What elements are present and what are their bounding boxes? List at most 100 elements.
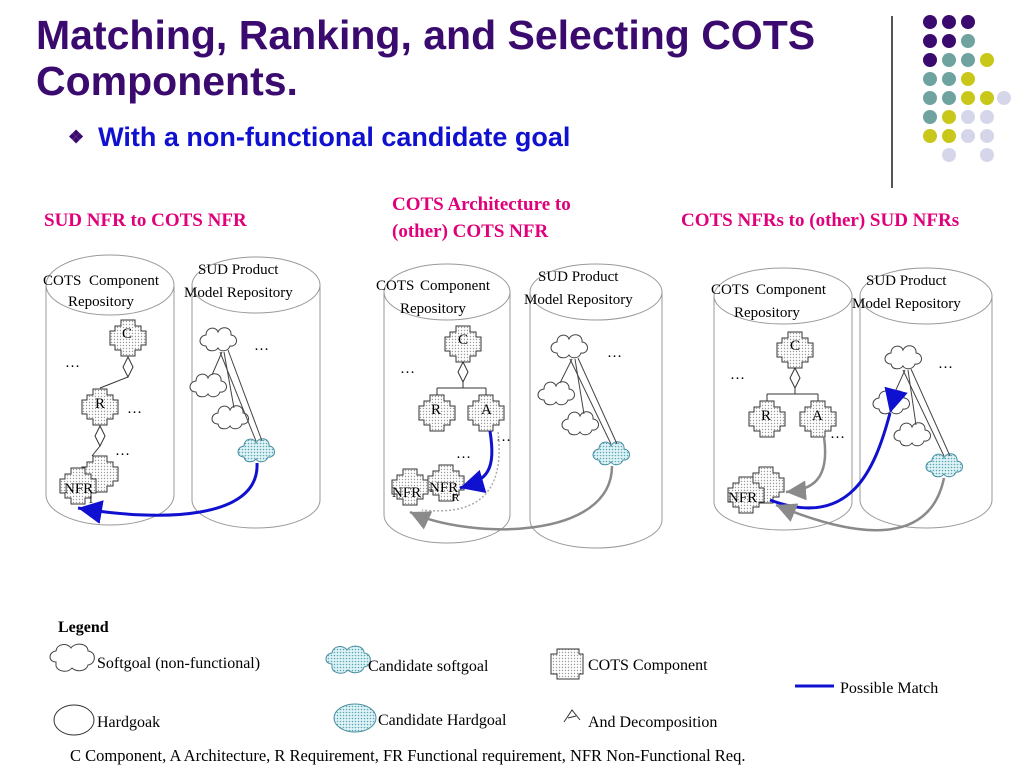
panel-3-softgoal-cloud-3	[893, 422, 932, 447]
panel-1-and-decomposition-icon-2	[94, 424, 106, 448]
panel-1-right-cylinder	[191, 256, 321, 529]
panel-1-left-cylinder	[45, 254, 175, 526]
decorative-dot	[961, 34, 975, 48]
panel-3: COTS Component Repository SUD Product Mo…	[711, 267, 993, 532]
panel-2-left-label-cots: COTS	[376, 278, 414, 294]
panel-2-dotted-link	[421, 431, 500, 512]
decorative-dot	[961, 15, 975, 29]
panel-1-left-label-repository: Repository	[68, 294, 134, 310]
panel-3-and-decomposition-icon	[789, 366, 801, 390]
panel-3-right-label-line2: Model Repository	[852, 296, 961, 312]
decorative-dot	[923, 15, 937, 29]
panel-2-left-label-repository: Repository	[400, 301, 466, 317]
panel-2-node-nfr-2: NFR	[429, 480, 458, 496]
panel-2-ellipsis-4: …	[607, 345, 622, 361]
footer-abbreviations: C Component, A Architecture, R Requireme…	[70, 746, 746, 765]
panel-3-node-nfr: NFR	[728, 490, 757, 506]
panel-2-softgoal-cloud-3	[561, 411, 600, 436]
decorative-dot	[942, 110, 956, 124]
legend-softgoal-icon	[49, 643, 95, 672]
decorative-dot	[980, 53, 994, 67]
panel-3-gray-match-arrow	[775, 477, 946, 532]
decorative-dot	[961, 91, 975, 105]
decorative-dot	[923, 129, 937, 143]
panel-2-ellipsis-3: …	[496, 429, 511, 445]
panel-3-right-cylinder	[859, 267, 993, 529]
decorative-dot	[997, 91, 1011, 105]
panel-2-left-cylinder	[383, 263, 511, 544]
panel-1-node-nfr: NFR	[64, 481, 93, 497]
panel-3-ellipsis-1: …	[730, 367, 745, 383]
decorative-dot	[942, 129, 956, 143]
panel-2-and-decomposition-icon	[457, 360, 469, 384]
panel-2-gray-match-arrow	[409, 465, 614, 531]
panel-2-title-line-2: (other) COTS NFR	[392, 221, 549, 242]
decorative-dot	[942, 72, 956, 86]
panel-2-possible-match-arrow	[459, 430, 494, 493]
legend-hardgoal-icon	[53, 704, 95, 736]
legend-cots-component-icon	[550, 648, 584, 680]
panel-3-node-r: R	[761, 408, 771, 424]
panel-1-ellipsis-4: …	[254, 338, 269, 354]
decorative-dot	[942, 148, 956, 162]
decorative-dot	[942, 91, 956, 105]
decorative-dot	[961, 53, 975, 67]
legend-and-decomposition-icon	[563, 709, 581, 723]
panel-3-left-label-component: Component	[756, 282, 827, 298]
panel-1-node-nfr-suffix: 1	[88, 494, 94, 506]
legend-candidate-softgoal-label: Candidate softgoal	[368, 658, 489, 675]
panel-2-right-cylinder	[529, 263, 663, 549]
decorative-dot	[980, 129, 994, 143]
panel-2: COTS Component Repository SUD Product Mo…	[376, 263, 663, 549]
divider-line	[891, 16, 893, 188]
panel-3-node-a: A	[812, 408, 823, 424]
decorative-dot	[961, 72, 975, 86]
slide-subtitle: ❖ With a non-functional candidate goal	[68, 120, 570, 154]
legend-icons	[49, 643, 834, 736]
panel-1-softgoal-cloud-2	[189, 373, 228, 398]
legend-candidate-hardgoal-icon	[333, 703, 377, 733]
panel-1-title: SUD NFR to COTS NFR	[44, 210, 247, 231]
legend-and-decomposition-label: And Decomposition	[588, 714, 718, 731]
panel-3-gray-link-arrow	[785, 436, 827, 501]
panel-2-softgoal-cloud-2	[537, 381, 576, 406]
subtitle-text: With a non-functional candidate goal	[98, 122, 571, 152]
panel-1-possible-match-arrow	[77, 462, 259, 524]
panel-2-ellipsis-2: …	[456, 446, 471, 462]
panel-1-ellipsis-2: …	[127, 401, 142, 417]
legend-candidate-hardgoal-label: Candidate Hardgoal	[378, 712, 507, 729]
panel-1-node-c: C	[122, 326, 132, 342]
panel-1-ellipsis-3: …	[115, 443, 130, 459]
panel-2-ellipsis-1: …	[400, 361, 415, 377]
panel-1: COTS Component Repository SUD Product Mo…	[43, 254, 321, 529]
decorative-dot	[980, 110, 994, 124]
panel-2-title-line-1: COTS Architecture to	[392, 194, 571, 215]
decorative-dot	[942, 34, 956, 48]
panel-2-candidate-softgoal	[592, 441, 631, 466]
panel-1-right-label-line1: SUD Product	[198, 262, 279, 278]
panel-3-softgoal-cloud-2	[872, 390, 911, 415]
panel-2-node-nfr-1: NFR	[392, 485, 421, 501]
panel-2-node-r: R	[431, 402, 441, 418]
decorative-dot	[923, 91, 937, 105]
panel-3-ellipsis-3: …	[938, 356, 953, 372]
decorative-dot	[923, 34, 937, 48]
diamond-bullet-icon: ❖	[68, 127, 85, 147]
panel-3-softgoal-cloud	[884, 345, 923, 370]
decorative-dot	[961, 110, 975, 124]
legend-softgoal-label: Softgoal (non-functional)	[97, 655, 261, 672]
decorative-dot-grid	[923, 15, 1011, 162]
panel-3-ellipsis-2: …	[830, 426, 845, 442]
panel-1-and-decomposition-icon	[122, 355, 134, 379]
panel-1-left-label-cots: COTS	[43, 273, 81, 289]
panel-2-node-nfr-suffix: R	[452, 492, 460, 504]
panel-3-right-label-line1: SUD Product	[866, 273, 947, 289]
panel-1-right-label-line2: Model Repository	[184, 285, 293, 301]
panel-1-softgoal-cloud	[199, 327, 238, 352]
panel-3-left-label-repository: Repository	[734, 305, 800, 321]
panel-3-title: COTS NFRs to (other) SUD NFRs	[681, 210, 960, 231]
panel-2-right-label-line2: Model Repository	[524, 292, 633, 308]
decorative-dot	[980, 148, 994, 162]
panel-1-candidate-softgoal	[237, 438, 276, 463]
